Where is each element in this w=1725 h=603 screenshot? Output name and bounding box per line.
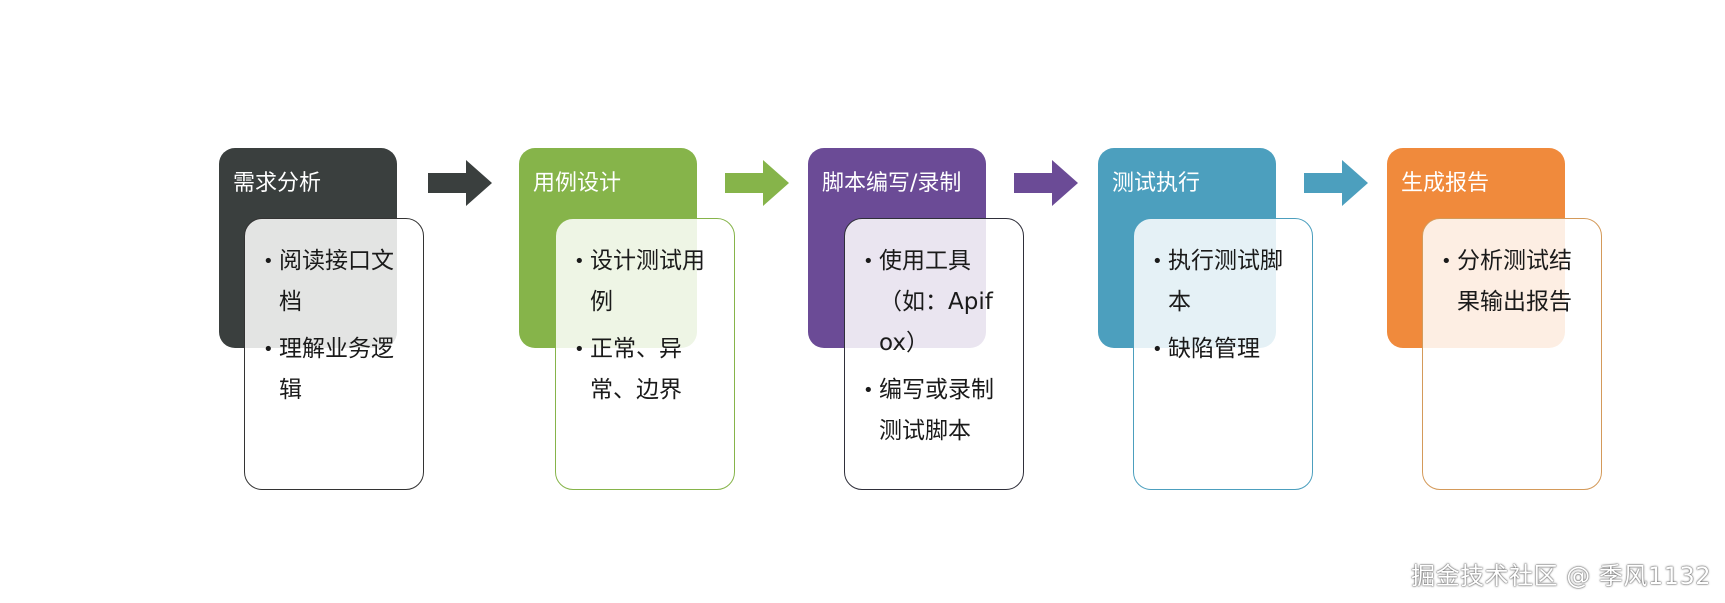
detail-list: • 阅读接口文档 • 理解业务逻辑 bbox=[263, 241, 405, 411]
bullet-icon: • bbox=[263, 251, 274, 272]
detail-list: • 设计测试用例 • 正常、异常、边界 bbox=[574, 241, 716, 411]
detail-list: • 执行测试脚本 • 缺陷管理 bbox=[1152, 241, 1294, 370]
detail-card-requirements-analysis: • 阅读接口文档 • 理解业务逻辑 bbox=[244, 218, 424, 490]
arrow-right-icon bbox=[1014, 160, 1078, 206]
list-item: • 设计测试用例 bbox=[574, 241, 716, 323]
arrow-right-icon bbox=[725, 160, 789, 206]
list-item: • 阅读接口文档 bbox=[263, 241, 405, 323]
list-item: • 编写或录制测试脚本 bbox=[863, 370, 1005, 452]
list-item-text: 阅读接口文档 bbox=[279, 248, 394, 315]
detail-card-test-execution: • 执行测试脚本 • 缺陷管理 bbox=[1133, 218, 1313, 490]
bullet-icon: • bbox=[863, 380, 874, 401]
detail-card-script-writing: • 使用工具（如：Apifox） • 编写或录制测试脚本 bbox=[844, 218, 1024, 490]
stage-title: 测试执行 bbox=[1112, 171, 1201, 196]
detail-card-report-generation: • 分析测试结果输出报告 bbox=[1422, 218, 1602, 490]
list-item: • 使用工具（如：Apifox） bbox=[863, 241, 1005, 364]
bullet-icon: • bbox=[1152, 251, 1163, 272]
detail-list: • 分析测试结果输出报告 bbox=[1441, 241, 1583, 323]
bullet-icon: • bbox=[1152, 339, 1163, 360]
bullet-icon: • bbox=[263, 339, 274, 360]
list-item-text: 理解业务逻辑 bbox=[279, 336, 394, 403]
list-item-text: 正常、异常、边界 bbox=[590, 336, 682, 403]
list-item: • 正常、异常、边界 bbox=[574, 329, 716, 411]
arrow-right-icon bbox=[1304, 160, 1368, 206]
list-item: • 执行测试脚本 bbox=[1152, 241, 1294, 323]
list-item-text: 设计测试用例 bbox=[590, 248, 705, 315]
list-item-text: 缺陷管理 bbox=[1168, 336, 1260, 362]
arrow-right-icon bbox=[428, 160, 492, 206]
list-item-text: 编写或录制测试脚本 bbox=[879, 377, 994, 444]
stage-title: 生成报告 bbox=[1401, 171, 1490, 196]
bullet-icon: • bbox=[1441, 251, 1452, 272]
bullet-icon: • bbox=[574, 339, 585, 360]
bullet-icon: • bbox=[574, 251, 585, 272]
list-item-text: 分析测试结果输出报告 bbox=[1457, 248, 1572, 315]
stage-title: 需求分析 bbox=[233, 171, 322, 196]
list-item-text: 执行测试脚本 bbox=[1168, 248, 1283, 315]
stage-title: 脚本编写/录制 bbox=[822, 171, 962, 196]
list-item-text: 使用工具（如：Apifox） bbox=[879, 248, 993, 356]
detail-list: • 使用工具（如：Apifox） • 编写或录制测试脚本 bbox=[863, 241, 1005, 452]
stage-title: 用例设计 bbox=[533, 171, 622, 196]
watermark: 掘金技术社区 @ 季风1132 bbox=[1411, 562, 1711, 590]
list-item: • 分析测试结果输出报告 bbox=[1441, 241, 1583, 323]
list-item: • 缺陷管理 bbox=[1152, 329, 1294, 370]
bullet-icon: • bbox=[863, 251, 874, 272]
detail-card-test-case-design: • 设计测试用例 • 正常、异常、边界 bbox=[555, 218, 735, 490]
list-item: • 理解业务逻辑 bbox=[263, 329, 405, 411]
